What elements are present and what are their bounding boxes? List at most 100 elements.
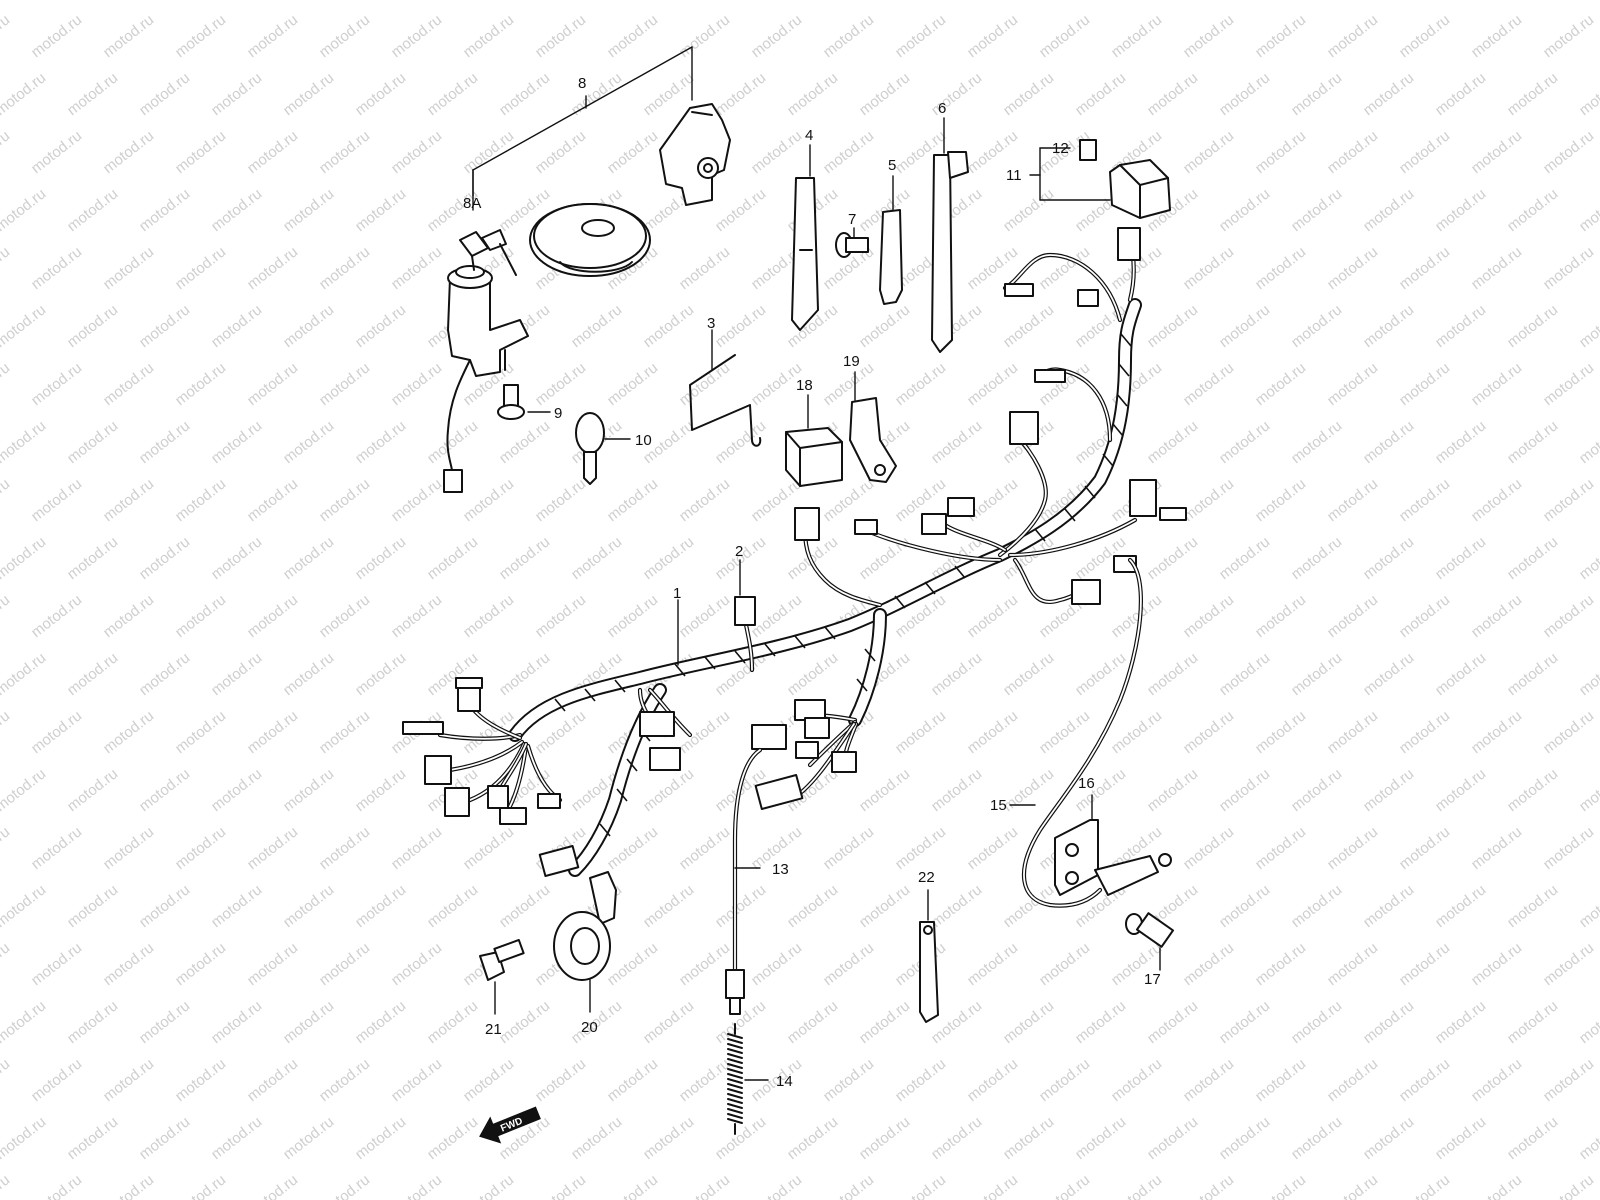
watermark-text: motod.ru [1432,881,1489,931]
watermark-text: motod.ru [1576,0,1600,3]
bracket-19 [849,371,897,483]
watermark-text: motod.ru [1000,765,1057,815]
watermark-text: motod.ru [28,1171,85,1200]
watermark-text: motod.ru [1036,939,1093,989]
watermark-text: motod.ru [604,475,661,525]
watermark-text: motod.ru [1468,1055,1525,1105]
watermark-text: motod.ru [208,301,265,351]
watermark-text: motod.ru [0,11,13,61]
watermark-text: motod.ru [964,1171,1021,1200]
watermark-text: motod.ru [424,1113,481,1163]
watermark-text: motod.ru [28,591,85,641]
watermark-text: motod.ru [280,1113,337,1163]
watermark-text: motod.ru [1468,243,1525,293]
watermark-text: motod.ru [532,1055,589,1105]
watermark-text: motod.ru [208,765,265,815]
watermark-text: motod.ru [1036,11,1093,61]
watermark-text: motod.ru [568,1113,625,1163]
watermark-text: motod.ru [1036,359,1093,409]
watermark-text: motod.ru [244,475,301,525]
watermark-text: motod.ru [100,707,157,757]
watermark-text: motod.ru [352,765,409,815]
watermark-text: motod.ru [712,69,769,119]
watermark-text: motod.ru [676,591,733,641]
watermark-text: motod.ru [784,69,841,119]
seat-lock-assembly [659,103,731,206]
watermark-text: motod.ru [1252,1171,1309,1200]
watermark-text: motod.ru [1288,301,1345,351]
watermark-text: motod.ru [424,533,481,583]
watermark-text: motod.ru [0,1113,49,1163]
watermark-text: motod.ru [676,11,733,61]
callout-8: 8 [578,75,586,92]
watermark-text: motod.ru [1324,11,1381,61]
watermark-text: motod.ru [208,881,265,931]
watermark-text: motod.ru [100,823,157,873]
watermark-text: motod.ru [1540,1171,1597,1200]
watermark-text: motod.ru [928,765,985,815]
watermark-text: motod.ru [28,1055,85,1105]
watermark-text: motod.ru [1144,301,1201,351]
watermark-text: motod.ru [532,591,589,641]
watermark-text: motod.ru [1360,69,1417,119]
callout-4: 4 [805,127,813,144]
watermark-text: motod.ru [208,185,265,235]
band-22 [919,889,939,1023]
watermark-text: motod.ru [712,881,769,931]
watermark-text: motod.ru [1576,881,1600,931]
watermark-text: motod.ru [1288,533,1345,583]
watermark-text: motod.ru [388,1055,445,1105]
watermark-text: motod.ru [1036,1055,1093,1105]
screw-7 [835,227,869,258]
watermark-text: motod.ru [28,359,85,409]
watermark-text: motod.ru [1180,127,1237,177]
watermark-text: motod.ru [1180,11,1237,61]
watermark-text: motod.ru [280,69,337,119]
watermark-text: motod.ru [1252,591,1309,641]
watermark-text: motod.ru [1432,533,1489,583]
watermark-text: motod.ru [1216,881,1273,931]
watermark-text: motod.ru [1288,997,1345,1047]
callout-11: 11 [1006,167,1022,184]
watermark-text: motod.ru [604,939,661,989]
watermark-text: motod.ru [1180,359,1237,409]
watermark-text: motod.ru [1288,417,1345,467]
watermark-text: motod.ru [640,765,697,815]
watermark-text: motod.ru [1432,997,1489,1047]
watermark-text: motod.ru [0,823,13,873]
watermark-text: motod.ru [352,1113,409,1163]
watermark-text: motod.ru [0,301,49,351]
watermark-text: motod.ru [0,1055,13,1105]
watermark-text: motod.ru [964,823,1021,873]
watermark-text: motod.ru [208,69,265,119]
watermark-text: motod.ru [388,1171,445,1200]
watermark-text: motod.ru [1072,0,1129,3]
watermark-text: motod.ru [28,707,85,757]
watermark-text: motod.ru [1252,359,1309,409]
watermark-text: motod.ru [1216,533,1273,583]
watermark-text: motod.ru [64,301,121,351]
watermark-text: motod.ru [1396,707,1453,757]
watermark-text: motod.ru [100,243,157,293]
watermark-text: motod.ru [0,359,13,409]
watermark-text: motod.ru [0,1171,13,1200]
watermark-text: motod.ru [1540,823,1597,873]
watermark-text: motod.ru [496,881,553,931]
watermark-text: motod.ru [820,1171,877,1200]
watermark-text: motod.ru [424,69,481,119]
watermark-text: motod.ru [172,823,229,873]
watermark-text: motod.ru [1324,1055,1381,1105]
watermark-text: motod.ru [100,475,157,525]
watermark-text: motod.ru [1180,1171,1237,1200]
watermark-text: motod.ru [1360,765,1417,815]
watermark-text: motod.ru [0,533,49,583]
watermark-text: motod.ru [1468,823,1525,873]
watermark-text: motod.ru [1504,997,1561,1047]
watermark-text: motod.ru [748,11,805,61]
watermark-text: motod.ru [568,533,625,583]
watermark-text: motod.ru [1432,301,1489,351]
watermark-text: motod.ru [1108,1055,1165,1105]
callout-18: 18 [796,377,813,394]
watermark-text: motod.ru [964,591,1021,641]
watermark-text: motod.ru [28,939,85,989]
